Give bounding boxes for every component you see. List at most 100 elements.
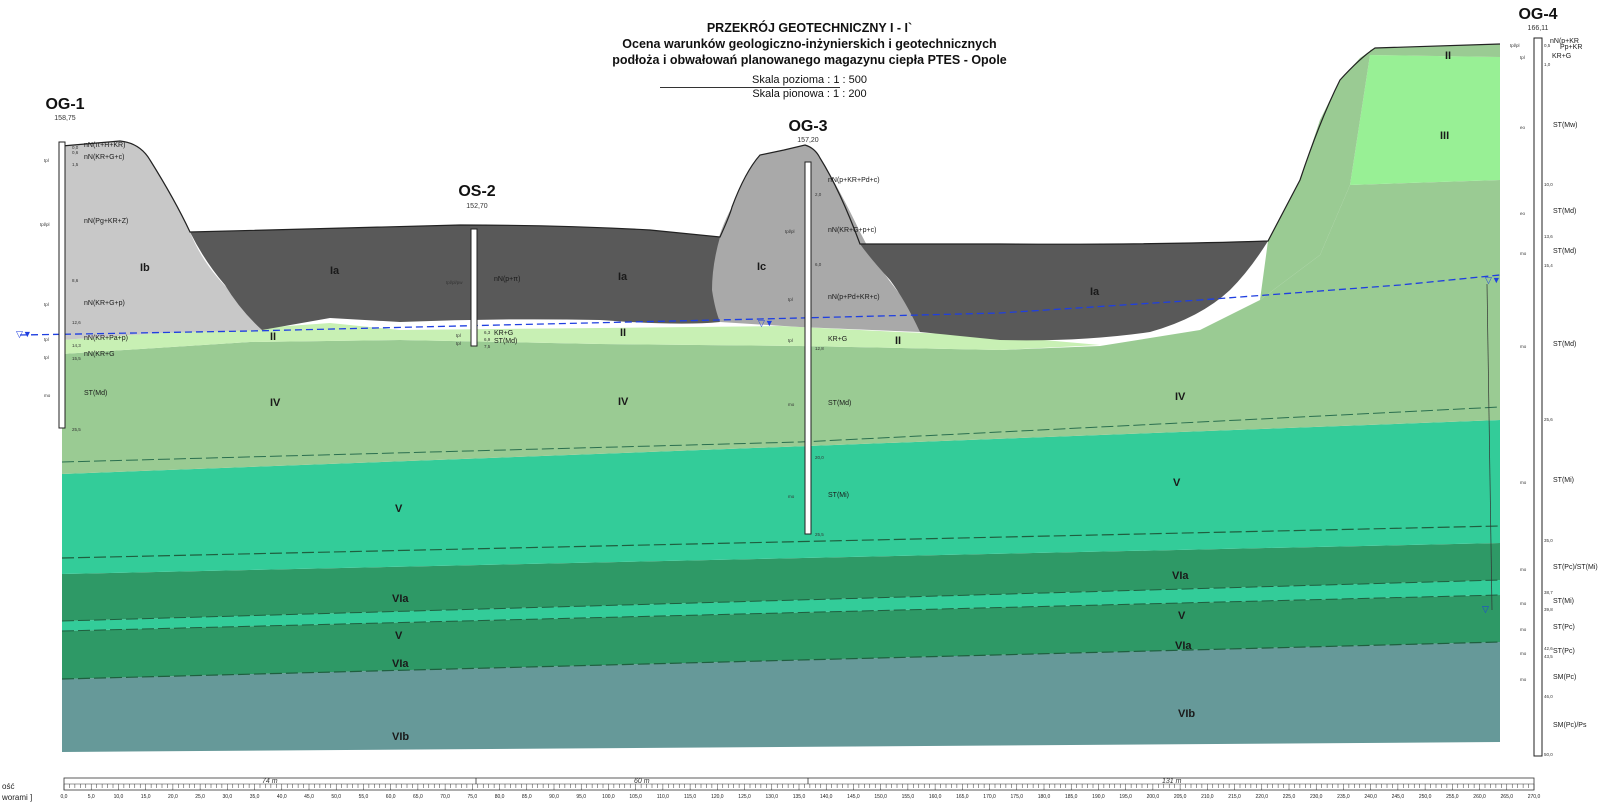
og4-soil-9: ST(Pc)/ST(Mi) (1553, 564, 1598, 571)
og4-soil-5: ST(Md) (1553, 208, 1577, 215)
og3-depth-5: 20,0 (815, 455, 824, 460)
og4-soil-7: ST(Md) (1553, 341, 1577, 348)
og4-soil-13: SM(Pc) (1553, 674, 1577, 681)
layer-v (62, 420, 1500, 574)
layer-og4-fill (1260, 44, 1500, 300)
layer-v-thin (62, 580, 1500, 631)
boundary-iv-v (61, 406, 1501, 463)
os2-genesis-2: tpl (456, 333, 461, 338)
og4-depth-2: 0,5 (1544, 43, 1551, 48)
layer-label-vib-1: VIb (392, 731, 410, 743)
og1-depth-2: 0,6 (72, 150, 79, 155)
os2-soil-1: nN(p+π) (494, 276, 521, 283)
layer-label-iv-1: IV (270, 397, 281, 409)
layer-label-via-1: VIa (392, 593, 409, 605)
axis-tick-label: 260,0 (1473, 794, 1486, 800)
og3-depth-2: 2,0 (815, 192, 822, 197)
axis-tick-label: 200,0 (1147, 794, 1160, 800)
layer-label-ib: Ib (140, 262, 150, 274)
axis-tick-label: 0,0 (61, 794, 68, 800)
scale-vertical: Skala pionowa : 1 : 200 (752, 88, 867, 100)
og3-genesis-3: tpl (788, 338, 793, 343)
axis-tick-label: 235,0 (1337, 794, 1350, 800)
og3-soil-3: nN(p+Pd+KR+c) (828, 294, 880, 301)
layer-label-ia-1: Ia (330, 265, 340, 277)
og1-depth-5: 12,6 (72, 320, 81, 325)
axis-tick-label: 195,0 (1119, 794, 1132, 800)
axis-tick-label: 265,0 (1501, 794, 1514, 800)
og4-genesis-12: mo (1520, 677, 1527, 682)
og4-genesis-1: tpl/pl (1510, 43, 1520, 48)
og1-genesis-4: tpl (44, 337, 49, 342)
layer-label-iii: III (1440, 130, 1450, 142)
axis-tick-label: 120,0 (711, 794, 724, 800)
axis-tick-label: 105,0 (629, 794, 642, 800)
og4-depth-12: 43,5 (1544, 654, 1553, 659)
borehole-og3-column (804, 161, 812, 535)
og4-genesis-4: eo (1520, 211, 1526, 216)
axis-row-label-1: ość (2, 782, 15, 791)
og4-genesis-9: mo (1520, 601, 1527, 606)
og4-depth-11: 42,6 (1544, 646, 1553, 651)
og4-depth-8: 35,0 (1544, 538, 1553, 543)
axis-tick-label: 180,0 (1038, 794, 1051, 800)
og1-depth-7: 15,5 (72, 356, 81, 361)
axis-tick-label: 75,0 (467, 794, 477, 800)
borehole-og1-name: OG-1 (45, 96, 85, 113)
piezometer-line (1486, 283, 1493, 611)
axis-tick-label: 60,0 (386, 794, 396, 800)
axis-tick-label: 225,0 (1283, 794, 1296, 800)
layer-label-iv-3: IV (1175, 391, 1186, 403)
axis-tick-label: 155,0 (902, 794, 915, 800)
axis-tick-label: 10,0 (114, 794, 124, 800)
borehole-og3-elevation: 157,20 (797, 137, 819, 144)
axis-tick-label: 205,0 (1174, 794, 1187, 800)
axis-tick-label: 160,0 (929, 794, 942, 800)
og4-depth-7: 25,6 (1544, 417, 1553, 422)
axis-tick-label: 165,0 (956, 794, 969, 800)
axis-tick-label: 110,0 (657, 794, 669, 800)
og1-depth-3: 1,5 (72, 162, 79, 167)
layer-label-ii-3: II (895, 335, 902, 347)
layer-label-ia-3: Ia (1090, 286, 1100, 298)
og3-soil-1: nN(p+KR+Pd+c) (828, 177, 880, 184)
layer-label-v-1: V (395, 503, 403, 515)
layer-label-via-4: VIa (1175, 640, 1192, 652)
og1-depth-1: 0,0 (72, 145, 79, 150)
axis-tick-label: 5,0 (88, 794, 95, 800)
og3-soil-6: ST(Mi) (828, 492, 849, 499)
axis-tick-label: 130,0 (766, 794, 779, 800)
axis-tick-label: 230,0 (1310, 794, 1323, 800)
axis-tick-label: 45,0 (304, 794, 314, 800)
os2-depth-3: 6,9 (484, 337, 491, 342)
layer-label-v-3: V (395, 630, 403, 642)
axis-tick-label: 215,0 (1228, 794, 1241, 800)
og4-genesis-6: mo (1520, 344, 1527, 349)
axis-tick-label: 80,0 (495, 794, 505, 800)
og3-depth-3: 6,0 (815, 262, 822, 267)
terrain-line (61, 43, 1501, 245)
axis-tick-label: 100,0 (602, 794, 615, 800)
og4-soil-4: ST(Mw) (1553, 122, 1578, 129)
og1-depth-6: 14,3 (72, 343, 81, 348)
layer-label-via-3: VIa (1172, 570, 1189, 582)
axis-tick-label: 65,0 (413, 794, 423, 800)
og4-depth-5: 13,6 (1544, 234, 1553, 239)
og3-genesis-4: mo (788, 402, 795, 407)
axis-tick-label: 190,0 (1092, 794, 1105, 800)
og1-genesis-1: tpl (44, 158, 49, 163)
og4-depth-4: 10,0 (1544, 182, 1553, 187)
os2-depth-2: 6,3 (484, 330, 491, 335)
layer-label-ic: Ic (757, 261, 767, 273)
og1-genesis-6: mo (44, 393, 51, 398)
axis-tick-label: 55,0 (359, 794, 369, 800)
og4-genesis-11: mo (1520, 651, 1527, 656)
axis-segment-2: 60 m (634, 778, 650, 785)
axis-tick-label: 140,0 (820, 794, 833, 800)
axis-tick-label: 90,0 (549, 794, 559, 800)
axis-tick-label: 255,0 (1446, 794, 1459, 800)
axis-tick-label: 30,0 (222, 794, 232, 800)
og4-depth-3: 1,0 (1544, 62, 1551, 67)
layer-label-ia-2: Ia (618, 271, 628, 283)
water-marker-og4-lower: ▽ (1482, 604, 1489, 614)
